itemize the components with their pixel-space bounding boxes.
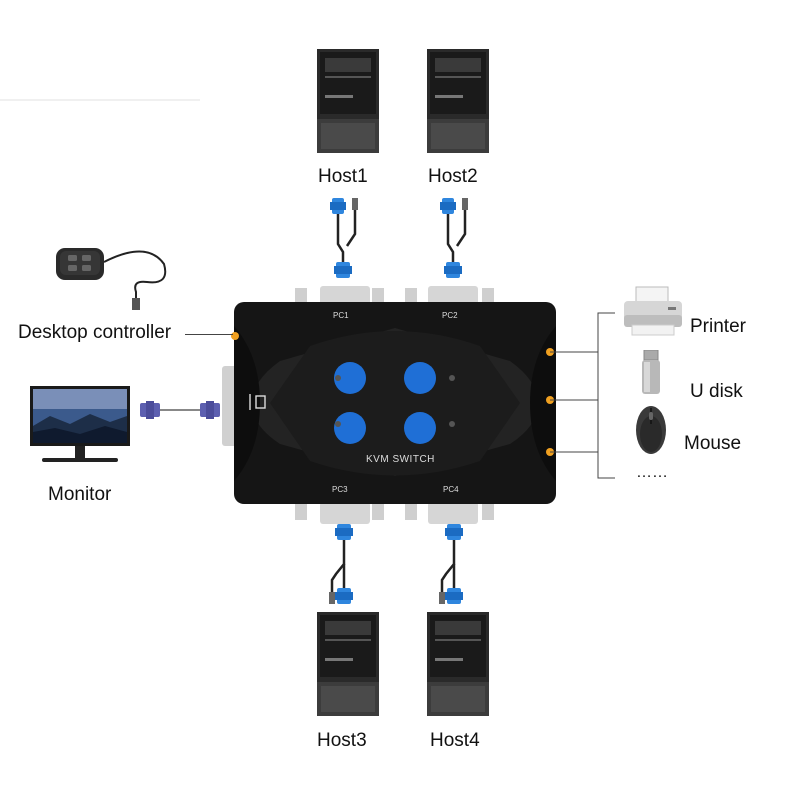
more-peripherals-label: …… bbox=[636, 464, 668, 481]
monitor-device bbox=[30, 386, 130, 462]
monitor-vga-cable bbox=[140, 401, 220, 419]
host1-tower bbox=[317, 49, 379, 153]
mouse-label: Mouse bbox=[684, 433, 742, 454]
host3-label: Host3 bbox=[317, 730, 367, 751]
desktop-controller-connector-line bbox=[185, 334, 233, 335]
host2-label: Host2 bbox=[428, 166, 478, 187]
printer-label: Printer bbox=[690, 316, 746, 337]
host4-cable bbox=[439, 524, 463, 604]
port-label-pc1: PC1 bbox=[333, 311, 349, 320]
host1-label: Host1 bbox=[318, 166, 368, 187]
host4-tower bbox=[427, 612, 489, 716]
host4-label: Host4 bbox=[430, 730, 480, 751]
host2-tower bbox=[427, 49, 489, 153]
switch-title: KVM SWITCH bbox=[366, 454, 435, 465]
port-label-pc2: PC2 bbox=[442, 311, 458, 320]
kvm-switch bbox=[222, 286, 556, 524]
desktop-controller-label: Desktop controller bbox=[18, 322, 172, 343]
divider bbox=[0, 99, 200, 101]
udisk-icon bbox=[642, 350, 660, 394]
host2-cable bbox=[440, 198, 468, 278]
printer-icon bbox=[624, 286, 682, 336]
udisk-label: U disk bbox=[690, 381, 743, 402]
monitor-label: Monitor bbox=[48, 484, 112, 505]
host3-cable bbox=[329, 524, 353, 604]
desktop-controller-device bbox=[56, 248, 167, 310]
peripheral-bracket bbox=[550, 312, 615, 479]
port-label-pc4: PC4 bbox=[443, 485, 459, 494]
mouse-icon bbox=[636, 406, 666, 454]
port-label-pc3: PC3 bbox=[332, 485, 348, 494]
host3-tower bbox=[317, 612, 379, 716]
host1-cable bbox=[330, 198, 358, 278]
